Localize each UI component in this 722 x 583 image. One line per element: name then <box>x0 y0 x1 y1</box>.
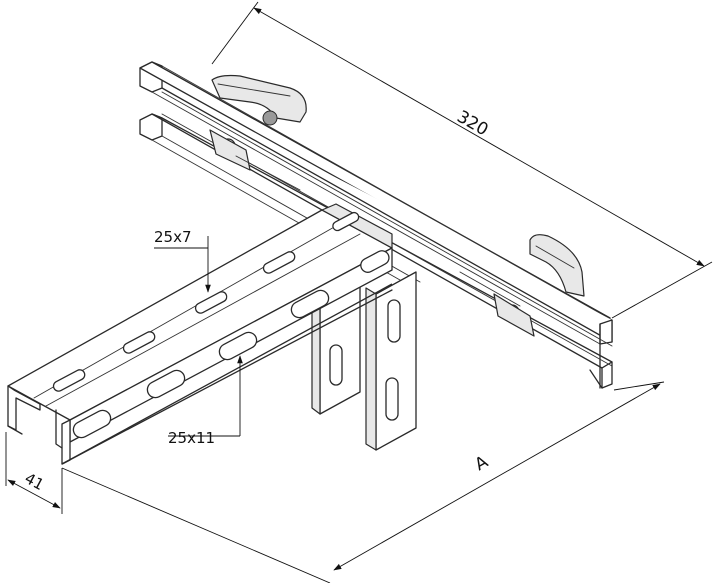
slot-large-label: 25x11 <box>168 429 215 447</box>
width-label: 41 <box>22 469 47 494</box>
callout-25x7: 25x7 <box>154 228 211 293</box>
depth-label: A <box>472 452 492 475</box>
vertical-plate-front <box>365 271 417 451</box>
slot-small-label: 25x7 <box>154 228 192 246</box>
dimension-41: 41 <box>5 432 63 514</box>
length-label: 320 <box>453 107 491 140</box>
callout-25x11: 25x11 <box>168 355 243 447</box>
dimension-a: A <box>61 381 665 583</box>
